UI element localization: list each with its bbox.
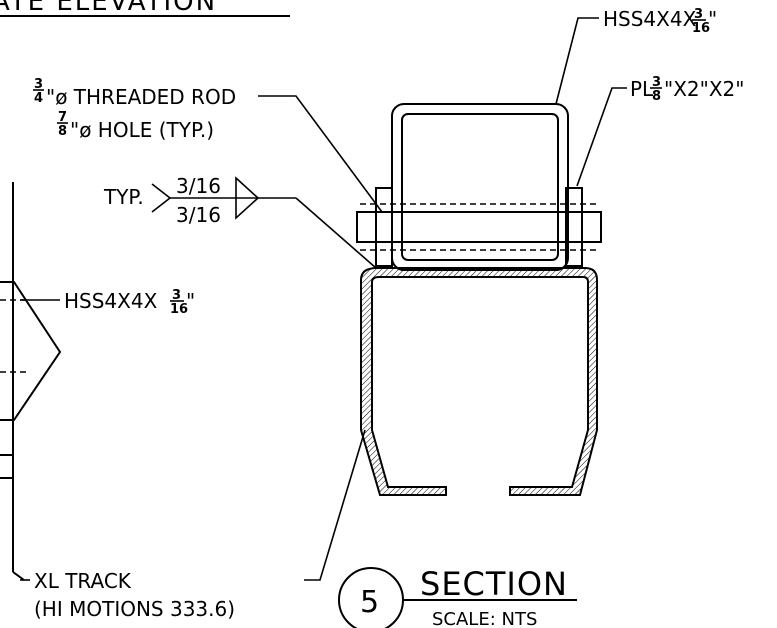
- svg-text:(HI MOTIONS 333.6): (HI MOTIONS 333.6): [34, 597, 235, 621]
- svg-text:3/16: 3/16: [176, 203, 221, 227]
- svg-text:3: 3: [34, 77, 43, 92]
- section-callout: 5 SECTION SCALE: NTS: [338, 565, 577, 628]
- threaded-rod: [356, 203, 602, 251]
- svg-text:3: 3: [652, 75, 661, 90]
- svg-text:HSS4X4X: HSS4X4X: [64, 289, 158, 313]
- xl-track: [360, 267, 598, 496]
- partial-title: ATE ELEVATION: [0, 0, 217, 17]
- svg-text:7: 7: [58, 110, 67, 125]
- svg-text:4: 4: [34, 91, 43, 106]
- hss-left-label: HSS4X4X 3 16 ": [20, 288, 195, 317]
- rod-hole-label: 3 4 "ø THREADED ROD 7 8 "ø HOLE (TYP.): [33, 77, 383, 213]
- section-scale: SCALE: NTS: [432, 609, 537, 628]
- svg-text:"ø THREADED ROD: "ø THREADED ROD: [46, 85, 236, 109]
- section-title: SECTION: [420, 565, 568, 603]
- svg-text:16: 16: [692, 21, 710, 36]
- svg-text:3: 3: [172, 288, 181, 303]
- svg-text:"ø HOLE (TYP.): "ø HOLE (TYP.): [70, 118, 214, 142]
- svg-text:8: 8: [58, 124, 67, 139]
- svg-text:TYP.: TYP.: [103, 185, 144, 209]
- hss-top-label: HSS4X4X 3 16 ": [555, 7, 717, 105]
- xl-track-label: XL TRACK (HI MOTIONS 333.6): [20, 429, 366, 621]
- svg-text:XL TRACK: XL TRACK: [34, 569, 132, 593]
- svg-text:PL: PL: [630, 77, 654, 101]
- section-number: 5: [360, 585, 379, 620]
- svg-text:"X2"X2": "X2"X2": [664, 77, 744, 101]
- svg-text:": ": [186, 289, 195, 313]
- side-plates: [375, 187, 583, 267]
- weld-symbol: TYP. 3/16 3/16: [103, 174, 377, 269]
- plate-label: PL 3 8 "X2"X2": [576, 75, 744, 187]
- hss-top-tube: [391, 103, 569, 271]
- svg-text:16: 16: [170, 302, 188, 317]
- svg-text:8: 8: [652, 89, 661, 104]
- svg-text:3: 3: [694, 7, 703, 22]
- svg-text:": ": [708, 7, 717, 31]
- left-elevation-fragment: [0, 182, 62, 581]
- svg-text:HSS4X4X: HSS4X4X: [603, 7, 697, 31]
- svg-text:3/16: 3/16: [176, 174, 221, 198]
